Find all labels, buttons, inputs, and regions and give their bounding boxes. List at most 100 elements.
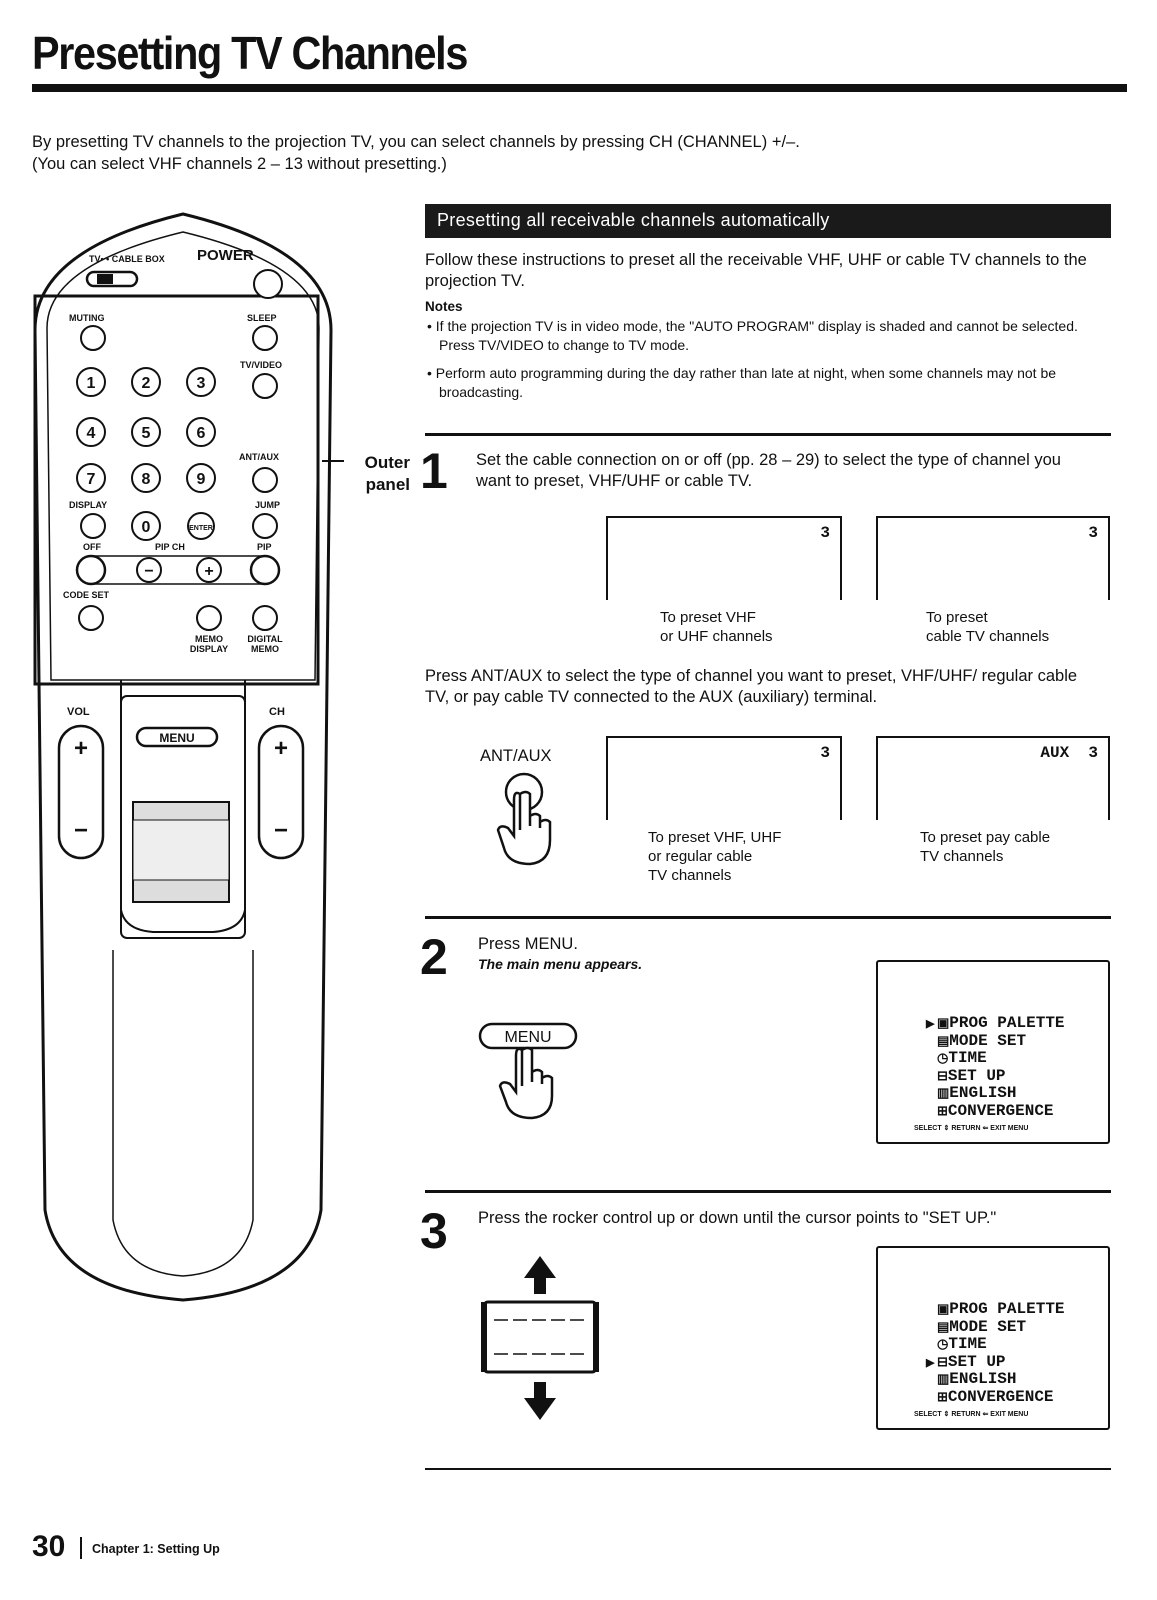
channel-number: 3 bbox=[820, 524, 830, 542]
pip-off-button[interactable] bbox=[75, 554, 107, 586]
memo-display-button[interactable] bbox=[196, 605, 222, 631]
cursor-spacer bbox=[926, 1088, 937, 1104]
digit-7: 7 bbox=[87, 471, 96, 488]
display-label: DISPLAY bbox=[69, 500, 107, 510]
menu-item[interactable]: ▶⊟SET UP bbox=[926, 1354, 1065, 1373]
main-menu-list: ▣PROG PALETTE ▤MODE SET ◷TIME▶⊟SET UP ▥E… bbox=[926, 1301, 1065, 1408]
tv-screen-cable: 3 bbox=[876, 516, 1110, 600]
menu-item[interactable]: ▤MODE SET bbox=[926, 1031, 1065, 1052]
code-set-label: CODE SET bbox=[63, 590, 110, 600]
tv-screen-aux: AUX 3 bbox=[876, 736, 1110, 820]
menu-item[interactable]: ◷TIME bbox=[926, 1049, 1065, 1069]
memo-display-label-1: MEMO bbox=[195, 634, 223, 644]
menu-item[interactable]: ▤MODE SET bbox=[926, 1317, 1065, 1338]
menu-footer: SELECT ⇕ RETURN ⇐ EXIT MENU bbox=[914, 1125, 1029, 1132]
cursor-icon: ▶ bbox=[926, 1019, 935, 1031]
menu-item[interactable]: ▥ENGLISH bbox=[926, 1084, 1065, 1104]
digit-button-5[interactable] bbox=[131, 417, 161, 447]
caption-cable: To preset cable TV channels bbox=[926, 609, 1050, 645]
sleep-button[interactable] bbox=[252, 325, 278, 351]
menu-item-label: CONVERGENCE bbox=[947, 1101, 1054, 1120]
pip-ch-label: PIP CH bbox=[155, 542, 185, 552]
digit-button-4[interactable] bbox=[76, 417, 106, 447]
pip-ch-minus-button[interactable] bbox=[136, 557, 162, 583]
channel-number: 3 bbox=[820, 744, 830, 762]
digit-button-9[interactable] bbox=[186, 463, 216, 493]
digit-button-1[interactable] bbox=[76, 367, 106, 397]
digital-memo-label-2: MEMO bbox=[251, 644, 279, 654]
step-2-subtext: The main menu appears. bbox=[478, 956, 643, 972]
number-pad: 1 2 3 4 5 6 7 8 9 0 bbox=[76, 367, 216, 541]
cursor-spacer bbox=[926, 1374, 937, 1390]
remote-menu-button[interactable] bbox=[135, 726, 219, 748]
digit-button-6[interactable] bbox=[186, 417, 216, 447]
menu-item[interactable]: ▶▣PROG PALETTE bbox=[926, 1015, 1065, 1034]
cursor-spacer bbox=[926, 1392, 937, 1408]
caption-pay-cable: To preset pay cable TV channels bbox=[920, 829, 1051, 865]
ch-label: CH bbox=[269, 706, 285, 718]
digit-button-0[interactable] bbox=[131, 511, 161, 541]
digit-4: 4 bbox=[87, 425, 96, 442]
step-2-text: Press MENU. bbox=[478, 935, 578, 953]
menu-item[interactable]: ⊟SET UP bbox=[926, 1068, 1065, 1087]
muting-label: MUTING bbox=[69, 313, 105, 323]
digit-6: 6 bbox=[197, 425, 206, 442]
digit-button-8[interactable] bbox=[131, 463, 161, 493]
outer-panel-pointer bbox=[322, 460, 344, 462]
digit-3: 3 bbox=[197, 375, 206, 392]
menu-item[interactable]: ◷TIME bbox=[926, 1336, 1065, 1355]
digit-2: 2 bbox=[142, 375, 151, 392]
main-menu-list: ▶▣PROG PALETTE ▤MODE SET ◷TIME ⊟SET UP ▥… bbox=[926, 1015, 1065, 1122]
ch-rocker[interactable] bbox=[257, 724, 305, 860]
pip-button[interactable] bbox=[249, 554, 281, 586]
digit-9: 9 bbox=[197, 471, 206, 488]
rocker-control-up-down-icon bbox=[481, 1256, 599, 1420]
menu-item[interactable]: ⊞CONVERGENCE bbox=[926, 1389, 1065, 1408]
code-set-button[interactable] bbox=[78, 605, 104, 631]
pip-label: PIP bbox=[257, 542, 272, 552]
tv-main-menu-screen-2: ▣PROG PALETTE ▤MODE SET ◷TIME▶⊟SET UP ▥E… bbox=[876, 1246, 1110, 1430]
menu-footer: SELECT ⇕ RETURN ⇐ EXIT MENU bbox=[914, 1411, 1029, 1418]
cursor-spacer bbox=[926, 1036, 937, 1052]
page-title: Presetting TV Channels bbox=[32, 27, 468, 79]
digit-button-7[interactable] bbox=[76, 463, 106, 493]
ant-aux-button-label: ANT/AUX bbox=[480, 747, 552, 765]
pip-ch-plus-button[interactable] bbox=[196, 557, 222, 583]
enter-button[interactable] bbox=[187, 512, 215, 540]
digit-0: 0 bbox=[142, 519, 151, 536]
vol-rocker[interactable] bbox=[57, 724, 105, 860]
digital-memo-button[interactable] bbox=[252, 605, 278, 631]
step-3-text: Press the rocker control up or down unti… bbox=[478, 1209, 997, 1227]
intro-line-2: (You can select VHF channels 2 – 13 with… bbox=[32, 155, 447, 173]
menu-item[interactable]: ▥ENGLISH bbox=[926, 1370, 1065, 1390]
menu-item-label: MODE SET bbox=[949, 1317, 1027, 1336]
vol-minus: − bbox=[74, 817, 88, 844]
menu-item-label: ENGLISH bbox=[949, 1084, 1017, 1102]
muting-button[interactable] bbox=[80, 325, 106, 351]
jump-button[interactable] bbox=[252, 513, 278, 539]
digit-5: 5 bbox=[142, 425, 151, 442]
menu-item-label: TIME bbox=[948, 1049, 987, 1067]
tv-video-button[interactable] bbox=[252, 373, 278, 399]
menu-item-icon: ▣ bbox=[937, 1016, 950, 1031]
cursor-spacer bbox=[926, 1053, 937, 1069]
digit-button-2[interactable] bbox=[131, 367, 161, 397]
ant-aux-button[interactable] bbox=[252, 467, 278, 493]
menu-item-label: ENGLISH bbox=[949, 1370, 1017, 1388]
digit-button-3[interactable] bbox=[186, 367, 216, 397]
title-rule bbox=[32, 84, 1127, 92]
power-button[interactable] bbox=[253, 269, 283, 299]
menu-item-icon: ▤ bbox=[937, 1319, 950, 1335]
footer-separator bbox=[80, 1537, 82, 1559]
power-label: POWER bbox=[197, 247, 254, 264]
switch-label: TV• • CABLE BOX bbox=[89, 254, 165, 264]
pip-minus-sign: − bbox=[144, 563, 153, 580]
menu-item[interactable]: ▣PROG PALETTE bbox=[926, 1301, 1065, 1320]
display-button[interactable] bbox=[80, 513, 106, 539]
caption-regular: To preset VHF, UHF or regular cable TV c… bbox=[648, 829, 782, 884]
menu-item-label: MODE SET bbox=[949, 1031, 1027, 1050]
step-1-text: Set the cable connection on or off (pp. … bbox=[476, 451, 1061, 490]
menu-item[interactable]: ⊞CONVERGENCE bbox=[926, 1101, 1065, 1122]
section-intro: Follow these instructions to preset all … bbox=[425, 251, 1087, 290]
jump-label: JUMP bbox=[255, 500, 280, 510]
